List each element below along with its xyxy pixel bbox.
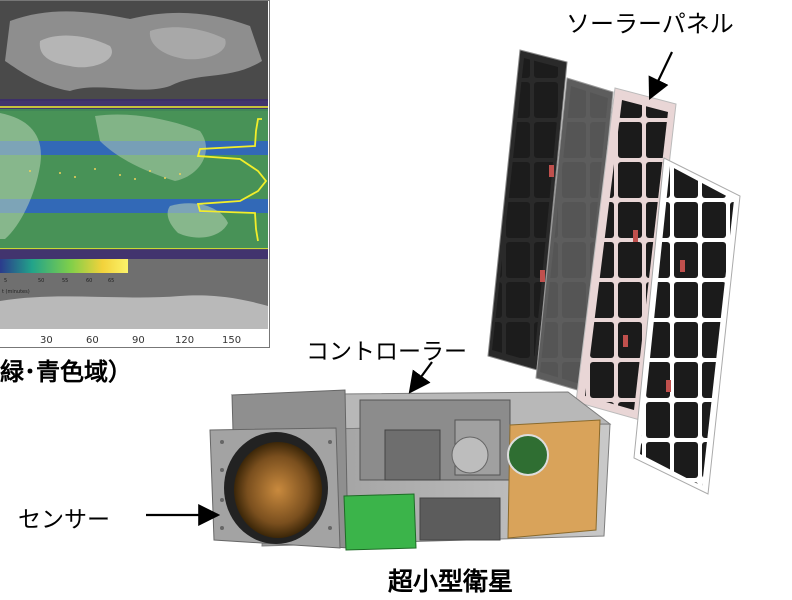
green-board <box>343 493 417 551</box>
x-tick-60: 60 <box>86 335 99 346</box>
satellite-caption: 超小型衛星 <box>388 567 514 596</box>
land-patch-2 <box>149 27 226 60</box>
sensor-lens <box>234 442 322 538</box>
colorbar-tick: 60 <box>86 278 92 284</box>
sample-dots <box>29 168 181 180</box>
panel-hinges <box>540 165 685 392</box>
satellite-body <box>209 389 612 551</box>
solar-panel-arrow <box>648 51 673 100</box>
body-bolts <box>220 440 332 530</box>
land-asia-south <box>95 114 206 181</box>
colorbar-label: t (minutes) <box>2 289 30 295</box>
colorbar <box>0 259 128 273</box>
land-antarctica <box>0 295 268 329</box>
colorbar-tick: 5 <box>4 278 7 284</box>
x-tick-90: 90 <box>132 335 145 346</box>
land-patch <box>39 35 112 68</box>
purple-band-bottom <box>0 249 268 259</box>
land-africa <box>0 113 41 239</box>
gold-face-patch <box>507 434 549 476</box>
x-tick-120: 120 <box>175 335 194 346</box>
controller-label: コントローラー <box>306 339 467 365</box>
map-caption-fragment: 緑･青色域） <box>0 358 132 386</box>
colorbar-tick: 55 <box>62 278 68 284</box>
coverage-map-panel: 5 50 55 60 65 t (minutes) 30 60 90 120 1… <box>0 0 270 348</box>
solar-panel-label: ソーラーパネル <box>566 10 734 38</box>
colorbar-tick: 50 <box>38 278 44 284</box>
coverage-map: 5 50 55 60 65 t (minutes) 30 60 90 120 1… <box>0 1 268 346</box>
controller-arrow <box>408 361 433 394</box>
sensor-label: センサー <box>18 507 110 533</box>
yellow-profile-curve <box>196 118 268 242</box>
body-window <box>419 497 501 541</box>
solar-panel-array <box>487 49 741 495</box>
colorbar-tick: 65 <box>108 278 114 284</box>
x-tick-30: 30 <box>40 335 53 346</box>
x-tick-150: 150 <box>222 335 241 346</box>
purple-band-top <box>0 99 268 111</box>
